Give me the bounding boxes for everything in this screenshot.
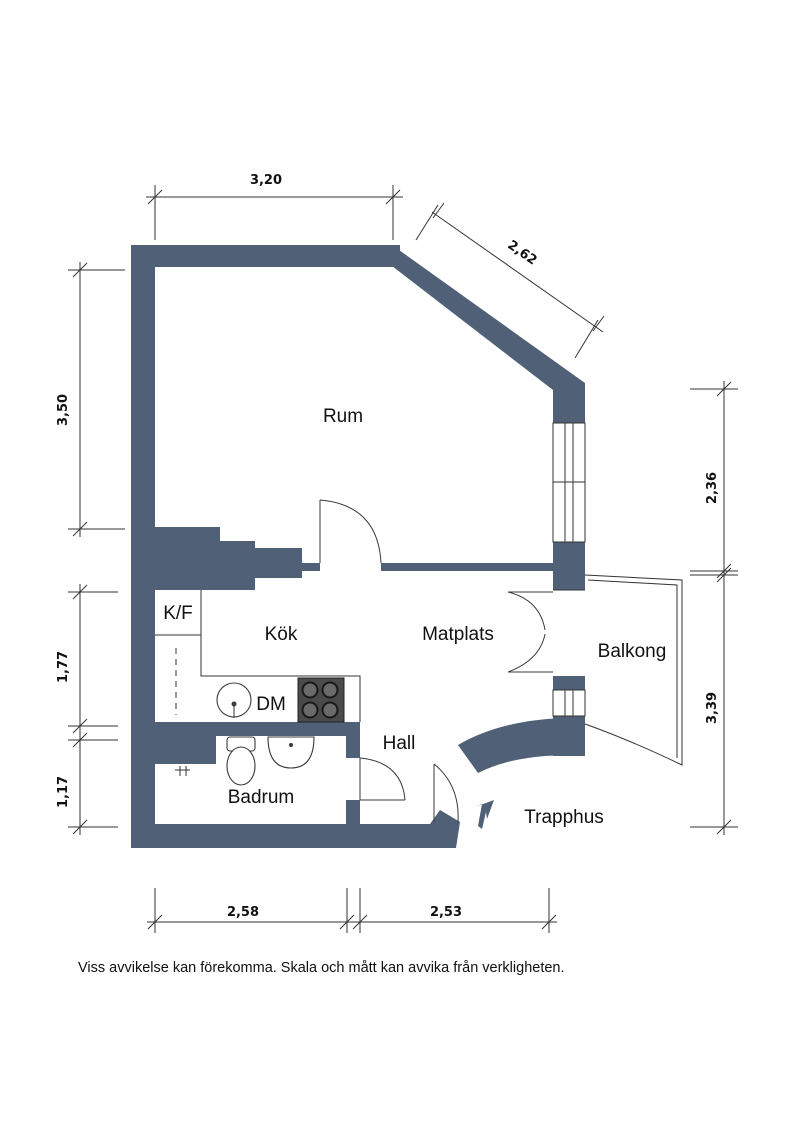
label-matplats: Matplats <box>422 624 494 645</box>
interior-lines <box>155 589 585 722</box>
dim-bottom-right: 2,53 <box>430 905 462 920</box>
label-kf: K/F <box>163 603 193 624</box>
wall-right-upper <box>553 383 585 423</box>
stove-icon <box>297 677 345 723</box>
wall-bottom-left <box>131 824 433 848</box>
room-labels: Rum K/F Kök Matplats Balkong DM Hall Bad… <box>163 406 666 828</box>
label-trapphus: Trapphus <box>524 807 604 828</box>
dim-right-upper: 2,36 <box>705 472 720 504</box>
wall-bottom-right <box>430 810 460 848</box>
wall-right-middle <box>553 542 585 590</box>
dim-diagonal: 2,62 <box>505 238 540 269</box>
dim-bottom-left: 2,58 <box>227 905 259 920</box>
wall-partition-right <box>381 563 553 571</box>
wall-curve <box>458 717 585 773</box>
disclaimer-text: Viss avvikelse kan förekomma. Skala och … <box>78 960 565 976</box>
label-hall: Hall <box>383 733 416 754</box>
wall-divider-mid <box>216 722 360 736</box>
label-dm: DM <box>256 694 286 715</box>
wall-bath-hall <box>346 800 360 826</box>
dim-right-lower: 3,39 <box>705 692 720 724</box>
dimension-lines <box>68 185 738 933</box>
wall-divider-stub <box>346 722 360 758</box>
wall-top <box>131 245 400 267</box>
windows <box>552 422 586 717</box>
walls <box>131 245 585 848</box>
doors <box>319 499 553 823</box>
wall-divider-left <box>131 722 216 764</box>
window-right-lower <box>552 689 586 717</box>
balcony <box>584 574 683 766</box>
dim-top: 3,20 <box>250 173 282 188</box>
sink-icon <box>267 736 315 769</box>
wall-partition-left <box>302 563 320 571</box>
wall-diagonal <box>392 245 585 420</box>
label-balkong: Balkong <box>598 641 667 662</box>
dishwasher-icon <box>216 682 252 718</box>
dim-left-upper: 3,50 <box>56 394 71 426</box>
faucet-icon <box>175 766 190 776</box>
label-badrum: Badrum <box>228 787 295 808</box>
toilet-icon <box>226 736 256 786</box>
dim-left-middle: 1,77 <box>56 651 71 683</box>
wall-stepped <box>155 527 302 590</box>
wall-right-small <box>553 676 585 690</box>
label-rum: Rum <box>323 406 363 427</box>
dim-left-lower: 1,17 <box>56 776 71 808</box>
label-kok: Kök <box>265 624 298 645</box>
entrance-arrow-icon <box>475 800 494 829</box>
